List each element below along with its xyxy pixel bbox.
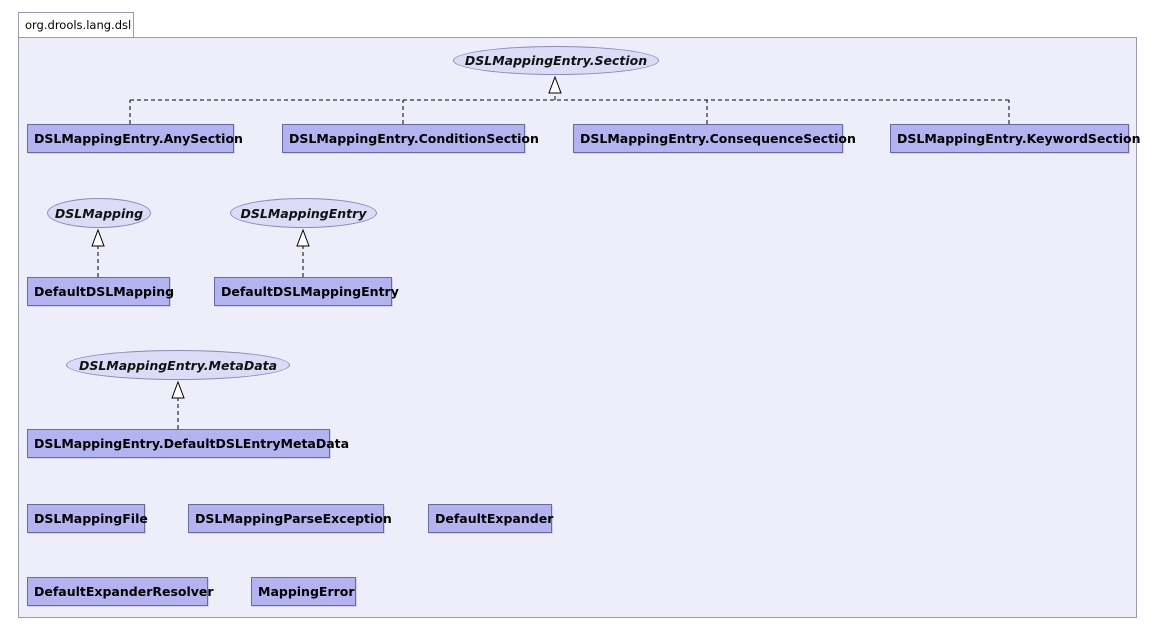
- interface-dsl-mapping[interactable]: DSLMapping: [47, 198, 151, 228]
- class-keyword-section[interactable]: DSLMappingEntry.KeywordSection: [890, 124, 1141, 153]
- arrowhead-dsl-mapping-entry: [296, 228, 310, 247]
- class-default-dsl-mapping-entry[interactable]: DefaultDSLMappingEntry: [214, 277, 399, 306]
- interface-dsl-mapping-entry-metadata[interactable]: DSLMappingEntry.MetaData: [66, 350, 290, 380]
- class-condition-section[interactable]: DSLMappingEntry.ConditionSection: [282, 124, 539, 153]
- class-any-section[interactable]: DSLMappingEntry.AnySection: [27, 124, 243, 153]
- interface-dsl-mapping-entry[interactable]: DSLMappingEntry: [230, 198, 377, 228]
- class-dsl-mapping-file[interactable]: DSLMappingFile: [27, 504, 148, 533]
- class-mapping-error[interactable]: MappingError: [251, 577, 356, 606]
- class-dsl-mapping-parse-exception[interactable]: DSLMappingParseException: [188, 504, 392, 533]
- package-tab: org.drools.lang.dsl: [18, 12, 134, 37]
- interface-dsl-mapping-entry-section[interactable]: DSLMappingEntry.Section: [453, 46, 659, 75]
- class-default-dsl-mapping[interactable]: DefaultDSLMapping: [27, 277, 174, 306]
- class-consequence-section[interactable]: DSLMappingEntry.ConsequenceSection: [573, 124, 856, 153]
- arrowhead-section: [548, 75, 562, 94]
- arrowhead-dsl-mapping: [91, 228, 105, 247]
- class-default-expander-resolver[interactable]: DefaultExpanderResolver: [27, 577, 214, 606]
- arrowhead-metadata: [171, 380, 185, 399]
- class-default-expander[interactable]: DefaultExpander: [428, 504, 553, 533]
- class-default-dsl-entry-metadata[interactable]: DSLMappingEntry.DefaultDSLEntryMetaData: [27, 429, 349, 458]
